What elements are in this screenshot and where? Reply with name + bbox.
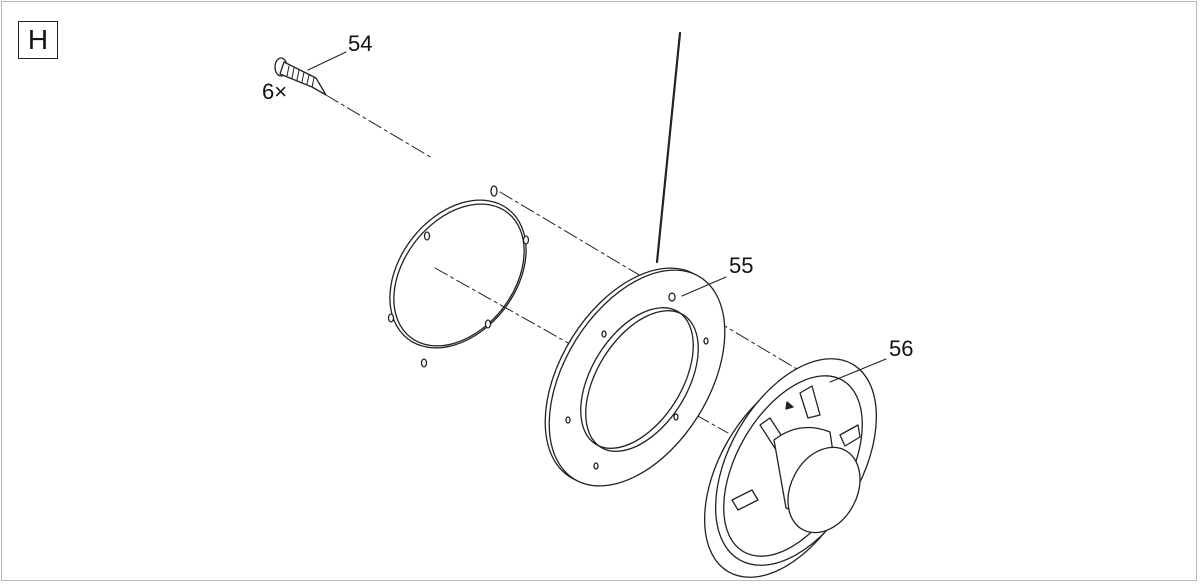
mounting-ring-illustration [544,267,726,487]
screw-illustration [274,57,327,96]
fan-illustration [703,358,878,578]
leader-lines [307,51,887,383]
part-number-55: 55 [729,253,753,278]
quantity-label: 6× [262,79,287,104]
part-number-54: 54 [348,31,372,56]
part-number-56: 56 [889,336,913,361]
gasket-illustration [387,185,530,368]
step-label: H [18,21,58,59]
cable-line [655,31,682,264]
